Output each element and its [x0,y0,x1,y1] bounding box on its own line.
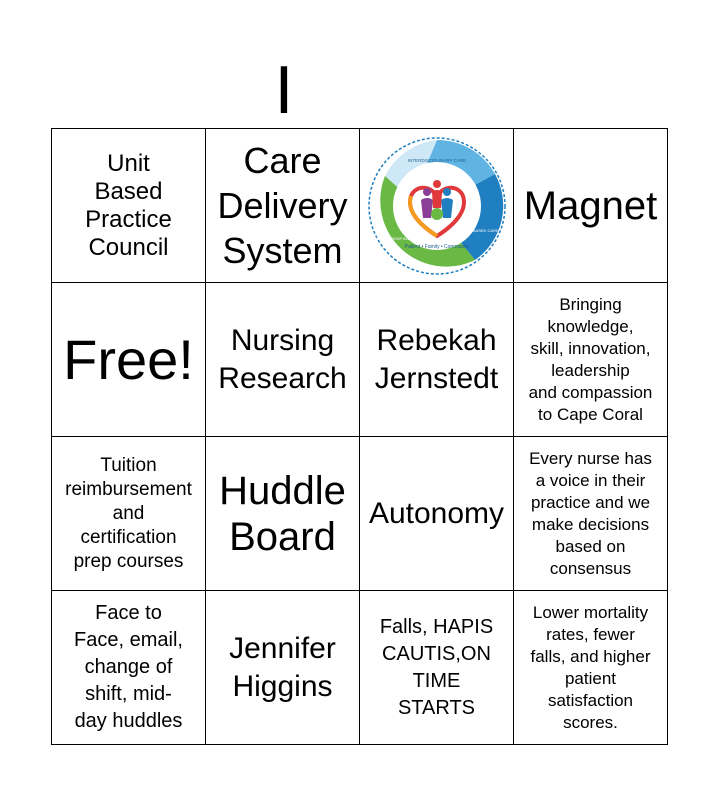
cell-text: Every nurse has a voice in their practic… [529,448,652,578]
cell-text: Unit Based Practice Council [85,149,172,261]
cell-text: Falls, HAPIS CAUTIS,ON TIME STARTS [379,615,494,719]
bingo-cell[interactable]: Autonomy [359,436,514,591]
bingo-cell[interactable]: Care Delivery System [205,128,360,283]
interdisciplinary-segment-light [384,139,437,192]
cell-text: Tuition reimbursement and certification … [65,454,192,572]
board-row: Tuition reimbursement and certification … [51,436,668,591]
bingo-cell[interactable]: Nursing Research [205,282,360,437]
board-row: Unit Based Practice Council Care Deliver… [51,128,668,283]
bingo-cell[interactable]: Bringing knowledge, skill, innovation, l… [513,282,668,437]
bingo-board: Unit Based Practice Council Care Deliver… [51,128,668,745]
bingo-cell[interactable]: Falls, HAPIS CAUTIS,ON TIME STARTS [359,590,514,745]
logo-center-text: Patient • Family • Community [404,244,469,250]
bingo-cell[interactable]: Face to Face, email, change of shift, mi… [51,590,206,745]
cell-text: Magnet [523,183,658,228]
bingo-cell[interactable]: Tuition reimbursement and certification … [51,436,206,591]
segment-label: INTERDISCIPLINARY CARE [407,158,465,163]
board-row: Free! Nursing Research Rebekah Jernstedt… [51,282,668,437]
interdisciplinary-segment [424,139,495,186]
segment-label: RELATIONSHIP BASED CARE [373,236,429,241]
bingo-cell[interactable]: Jennifer Higgins [205,590,360,745]
cell-text: Free! [63,327,194,391]
bingo-title: I [274,52,294,128]
cell-text: Bringing knowledge, skill, innovation, l… [528,294,653,424]
cell-text: Autonomy [368,496,505,530]
cell-text: Huddle Board [219,468,346,559]
bingo-cell[interactable]: Lower mortality rates, fewer falls, and … [513,590,668,745]
cell-text: Care Delivery System [217,140,348,271]
bingo-cell[interactable]: Magnet [513,128,668,283]
bingo-cell[interactable]: Rebekah Jernstedt [359,282,514,437]
bingo-cell[interactable]: Unit Based Practice Council [51,128,206,283]
cell-text: Rebekah Jernstedt [374,323,499,395]
segment-label: EVIDENCE BASED CARE [451,228,499,233]
cell-text: Nursing Research [218,323,347,395]
cell-text: Face to Face, email, change of shift, mi… [74,602,183,732]
evidence-segment [456,173,503,260]
bingo-cell-free[interactable]: Free! [51,282,206,437]
bingo-cell-logo[interactable]: INTERDISCIPLINARY CARE EVIDENCE BASED CA… [359,128,514,283]
cell-text: Lower mortality rates, fewer falls, and … [530,602,651,732]
board-row: Face to Face, email, change of shift, mi… [51,590,668,745]
care-model-logo: INTERDISCIPLINARY CARE EVIDENCE BASED CA… [367,136,506,275]
cell-text: Jennifer Higgins [229,631,336,703]
bingo-cell[interactable]: Huddle Board [205,436,360,591]
bingo-cell[interactable]: Every nurse has a voice in their practic… [513,436,668,591]
